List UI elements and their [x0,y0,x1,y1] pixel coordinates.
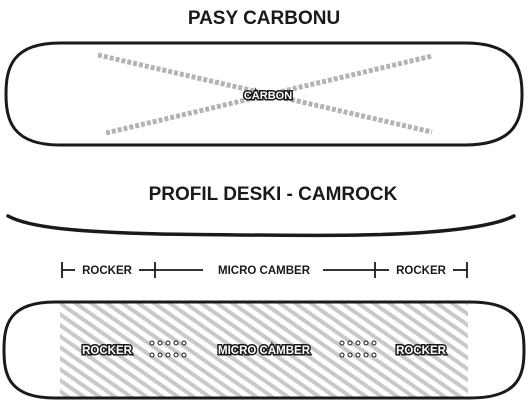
hatched-zone [60,302,468,398]
carbon-title: PASY CARBONU [188,8,340,29]
profile-title: PROFIL DESKI - CAMROCK [149,184,398,205]
dim-label-micro-camber: MICRO CAMBER [218,265,311,277]
zone-label-rocker-right: ROCKER [396,345,447,357]
zone-label-rocker-left: ROCKER [82,345,133,357]
binding-inserts-left [149,340,187,358]
dim-label-rocker-right: ROCKER [396,265,447,277]
board-profile-curve [6,214,516,238]
binding-inserts-right [339,340,377,358]
dim-label-rocker-left: ROCKER [82,265,133,277]
carbon-label: CARBON [244,90,292,102]
zone-label-micro-camber: MICRO CAMBER [218,345,311,357]
carbon-stripe-2 [105,53,433,136]
profile-dimension-line [61,262,468,278]
